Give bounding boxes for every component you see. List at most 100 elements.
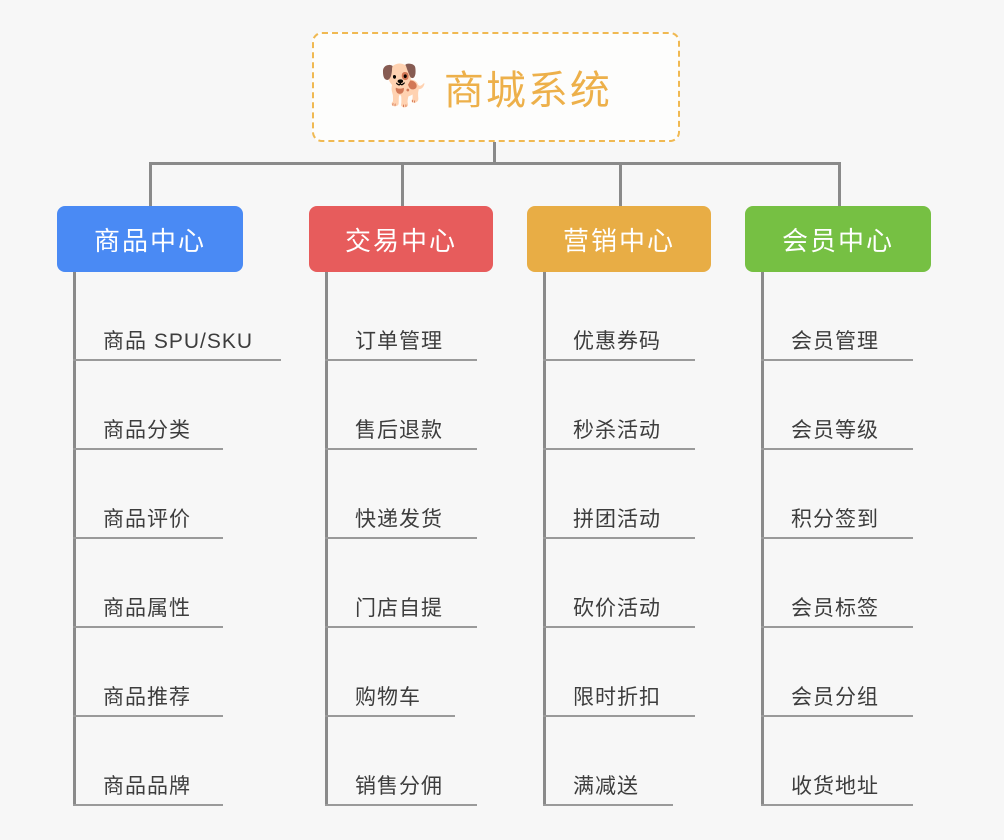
leaf-underline: [543, 359, 695, 361]
leaf-item[interactable]: 门店自提: [309, 539, 493, 628]
leaf-item-label: 商品推荐: [103, 686, 191, 709]
leaf-item-label: 会员等级: [791, 419, 879, 442]
category-box-2[interactable]: 交易中心: [309, 206, 493, 272]
leaf-item[interactable]: 商品评价: [57, 450, 243, 539]
leaf-list: 商品 SPU/SKU 商品分类商品评价商品属性商品推荐商品品牌: [57, 272, 281, 806]
leaf-spine: [543, 272, 546, 806]
leaf-underline: [325, 715, 455, 717]
leaf-underline: [761, 804, 913, 806]
root-node[interactable]: 🐕 商城系统: [312, 32, 680, 142]
leaf-item[interactable]: 砍价活动: [527, 539, 711, 628]
leaf-underline: [325, 448, 477, 450]
leaf-underline: [761, 359, 913, 361]
leaf-item[interactable]: 售后退款: [309, 361, 493, 450]
branch-column-4: 会员中心会员管理会员等级积分签到会员标签会员分组收货地址: [745, 206, 931, 806]
leaf-item[interactable]: 商品 SPU/SKU: [57, 272, 281, 361]
leaf-item-label: 会员分组: [791, 686, 879, 709]
leaf-item-label: 商品评价: [103, 508, 191, 531]
leaf-item-label: 限时折扣: [573, 686, 661, 709]
category-box-4[interactable]: 会员中心: [745, 206, 931, 272]
branch-drop-connector: [401, 162, 404, 206]
leaf-item[interactable]: 积分签到: [745, 450, 931, 539]
leaf-item-label: 快递发货: [355, 508, 443, 531]
leaf-item[interactable]: 限时折扣: [527, 628, 711, 717]
leaf-spine: [325, 272, 328, 806]
leaf-item[interactable]: 商品分类: [57, 361, 243, 450]
root-connector-vertical: [493, 142, 496, 164]
leaf-underline: [761, 626, 913, 628]
leaf-underline: [325, 359, 477, 361]
leaf-item[interactable]: 秒杀活动: [527, 361, 711, 450]
leaf-item-label: 购物车: [355, 686, 421, 709]
leaf-list: 订单管理售后退款快递发货门店自提购物车销售分佣: [309, 272, 493, 806]
leaf-item-label: 秒杀活动: [573, 419, 661, 442]
leaf-underline: [73, 715, 223, 717]
leaf-underline: [543, 626, 695, 628]
leaf-item[interactable]: 拼团活动: [527, 450, 711, 539]
branch-column-2: 交易中心订单管理售后退款快递发货门店自提购物车销售分佣: [309, 206, 493, 806]
leaf-underline: [543, 804, 673, 806]
leaf-item[interactable]: 购物车: [309, 628, 493, 717]
branch-connector-horizontal: [149, 162, 841, 165]
leaf-spine: [761, 272, 764, 806]
category-label: 会员中心: [781, 225, 894, 256]
leaf-underline: [73, 804, 223, 806]
leaf-item-label: 商品属性: [103, 597, 191, 620]
leaf-item-label: 优惠券码: [573, 330, 661, 353]
category-label: 交易中心: [344, 225, 457, 256]
leaf-underline: [761, 537, 913, 539]
leaf-item-label: 收货地址: [791, 775, 879, 798]
leaf-item[interactable]: 满减送: [527, 717, 711, 806]
leaf-underline: [73, 537, 223, 539]
branch-drop-connector: [838, 162, 841, 206]
leaf-item-label: 会员管理: [791, 330, 879, 353]
leaf-item-label: 商品品牌: [103, 775, 191, 798]
leaf-item[interactable]: 优惠券码: [527, 272, 711, 361]
leaf-item-label: 商品分类: [103, 419, 191, 442]
leaf-item-label: 积分签到: [791, 508, 879, 531]
root-title: 商城系统: [443, 69, 612, 113]
leaf-item-label: 售后退款: [355, 419, 443, 442]
leaf-item[interactable]: 会员分组: [745, 628, 931, 717]
leaf-underline: [761, 448, 913, 450]
leaf-underline: [73, 448, 223, 450]
leaf-item[interactable]: 会员管理: [745, 272, 931, 361]
leaf-item-label: 销售分佣: [355, 775, 443, 798]
leaf-underline: [73, 359, 281, 361]
leaf-item-label: 会员标签: [791, 597, 879, 620]
leaf-item[interactable]: 快递发货: [309, 450, 493, 539]
leaf-item[interactable]: 商品属性: [57, 539, 243, 628]
leaf-item[interactable]: 订单管理: [309, 272, 493, 361]
category-box-3[interactable]: 营销中心: [527, 206, 711, 272]
leaf-underline: [325, 804, 477, 806]
leaf-spine: [73, 272, 76, 806]
leaf-item[interactable]: 会员等级: [745, 361, 931, 450]
branch-column-3: 营销中心优惠券码秒杀活动拼团活动砍价活动限时折扣满减送: [527, 206, 711, 806]
leaf-item[interactable]: 销售分佣: [309, 717, 493, 806]
leaf-item[interactable]: 收货地址: [745, 717, 931, 806]
leaf-underline: [543, 715, 695, 717]
leaf-list: 会员管理会员等级积分签到会员标签会员分组收货地址: [745, 272, 931, 806]
leaf-item-label: 门店自提: [355, 597, 443, 620]
leaf-item[interactable]: 商品推荐: [57, 628, 243, 717]
shiba-dog-icon: 🐕: [380, 64, 430, 108]
category-label: 商品中心: [93, 225, 206, 256]
branch-drop-connector: [149, 162, 152, 206]
leaf-list: 优惠券码秒杀活动拼团活动砍价活动限时折扣满减送: [527, 272, 711, 806]
leaf-underline: [73, 626, 223, 628]
leaf-item-label: 砍价活动: [573, 597, 661, 620]
leaf-underline: [325, 626, 477, 628]
leaf-underline: [761, 715, 913, 717]
leaf-underline: [543, 448, 695, 450]
category-label: 营销中心: [562, 225, 675, 256]
leaf-item-label: 拼团活动: [573, 508, 661, 531]
leaf-underline: [543, 537, 695, 539]
category-box-1[interactable]: 商品中心: [57, 206, 243, 272]
leaf-item[interactable]: 商品品牌: [57, 717, 243, 806]
leaf-underline: [325, 537, 477, 539]
leaf-item-label: 订单管理: [355, 330, 443, 353]
branch-drop-connector: [619, 162, 622, 206]
leaf-item-label: 商品 SPU/SKU: [103, 330, 254, 353]
leaf-item[interactable]: 会员标签: [745, 539, 931, 628]
